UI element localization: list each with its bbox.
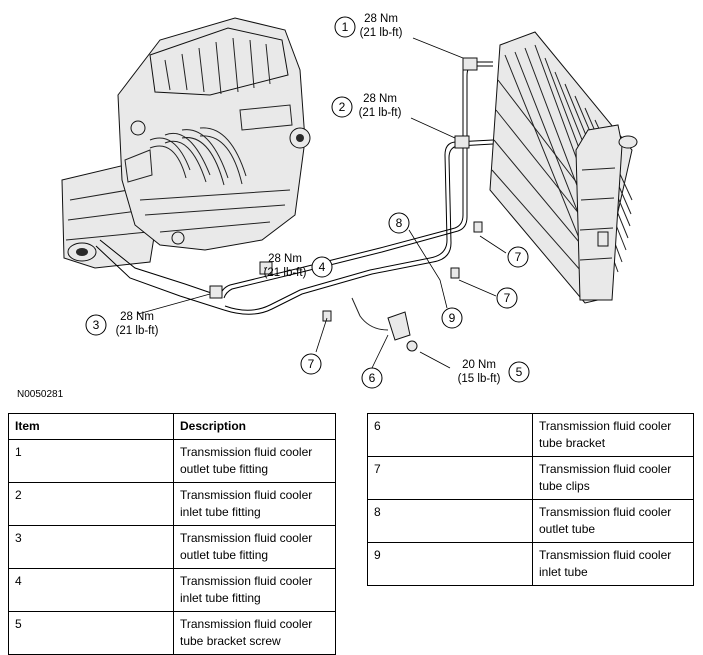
item-number: 2: [8, 482, 174, 526]
item-number: 5: [8, 611, 174, 655]
svg-text:(21 lb-ft): (21 lb-ft): [264, 267, 307, 279]
item-number: 4: [8, 568, 174, 612]
callout-7b: 7: [496, 287, 518, 309]
svg-text:(21 lb-ft): (21 lb-ft): [359, 107, 402, 119]
svg-text:28 Nm: 28 Nm: [120, 311, 154, 323]
svg-text:(15 lb-ft): (15 lb-ft): [458, 373, 501, 385]
item-number: 3: [8, 525, 174, 569]
callout-9: 9: [441, 307, 463, 329]
svg-text:1: 1: [342, 20, 349, 34]
table-header-row: Item Description: [8, 413, 336, 440]
item-number: 7: [367, 456, 533, 500]
callout-6: 6: [361, 367, 383, 389]
engine-illustration: [61, 17, 311, 269]
header-item: Item: [8, 413, 174, 440]
callout-2: 2 28 Nm (21 lb-ft): [331, 93, 402, 119]
svg-text:4: 4: [319, 260, 326, 274]
parts-table-left: Item Description 1 Transmission fluid co…: [8, 413, 336, 655]
svg-text:7: 7: [504, 291, 511, 305]
callout-8: 8: [388, 212, 410, 234]
item-number: 1: [8, 439, 174, 483]
svg-text:28 Nm: 28 Nm: [268, 253, 302, 265]
svg-text:28 Nm: 28 Nm: [364, 13, 398, 25]
cooler-tubes: [95, 57, 494, 352]
svg-text:5: 5: [516, 365, 523, 379]
cooler-tube-diagram: 1 28 Nm (21 lb-ft) 2 28 Nm (21 lb-ft) 3 …: [61, 13, 638, 389]
callout-5: 5 20 Nm (15 lb-ft): [458, 359, 530, 385]
svg-text:(21 lb-ft): (21 lb-ft): [360, 27, 403, 39]
leader-lines: [137, 37, 507, 369]
svg-text:3: 3: [93, 318, 100, 332]
svg-text:2: 2: [339, 100, 346, 114]
callout-1: 1 28 Nm (21 lb-ft): [334, 13, 403, 39]
callout-7a: 7: [507, 246, 529, 268]
item-number: 8: [367, 499, 533, 543]
svg-text:7: 7: [308, 357, 315, 371]
svg-text:7: 7: [515, 250, 522, 264]
callout-4: 4 28 Nm (21 lb-ft): [264, 253, 333, 279]
svg-text:9: 9: [449, 311, 456, 325]
item-number: 9: [367, 542, 533, 586]
svg-text:6: 6: [369, 371, 376, 385]
header-description: Description: [173, 413, 336, 440]
svg-text:28 Nm: 28 Nm: [363, 93, 397, 105]
svg-text:(21 lb-ft): (21 lb-ft): [116, 325, 159, 337]
radiator-illustration: [489, 31, 638, 304]
callout-3: 3 28 Nm (21 lb-ft): [85, 311, 159, 337]
item-number: 6: [367, 413, 533, 457]
svg-text:20 Nm: 20 Nm: [462, 359, 496, 371]
figure-id: N0050281: [17, 389, 64, 400]
callout-7c: 7: [300, 353, 322, 375]
svg-text:8: 8: [396, 216, 403, 230]
